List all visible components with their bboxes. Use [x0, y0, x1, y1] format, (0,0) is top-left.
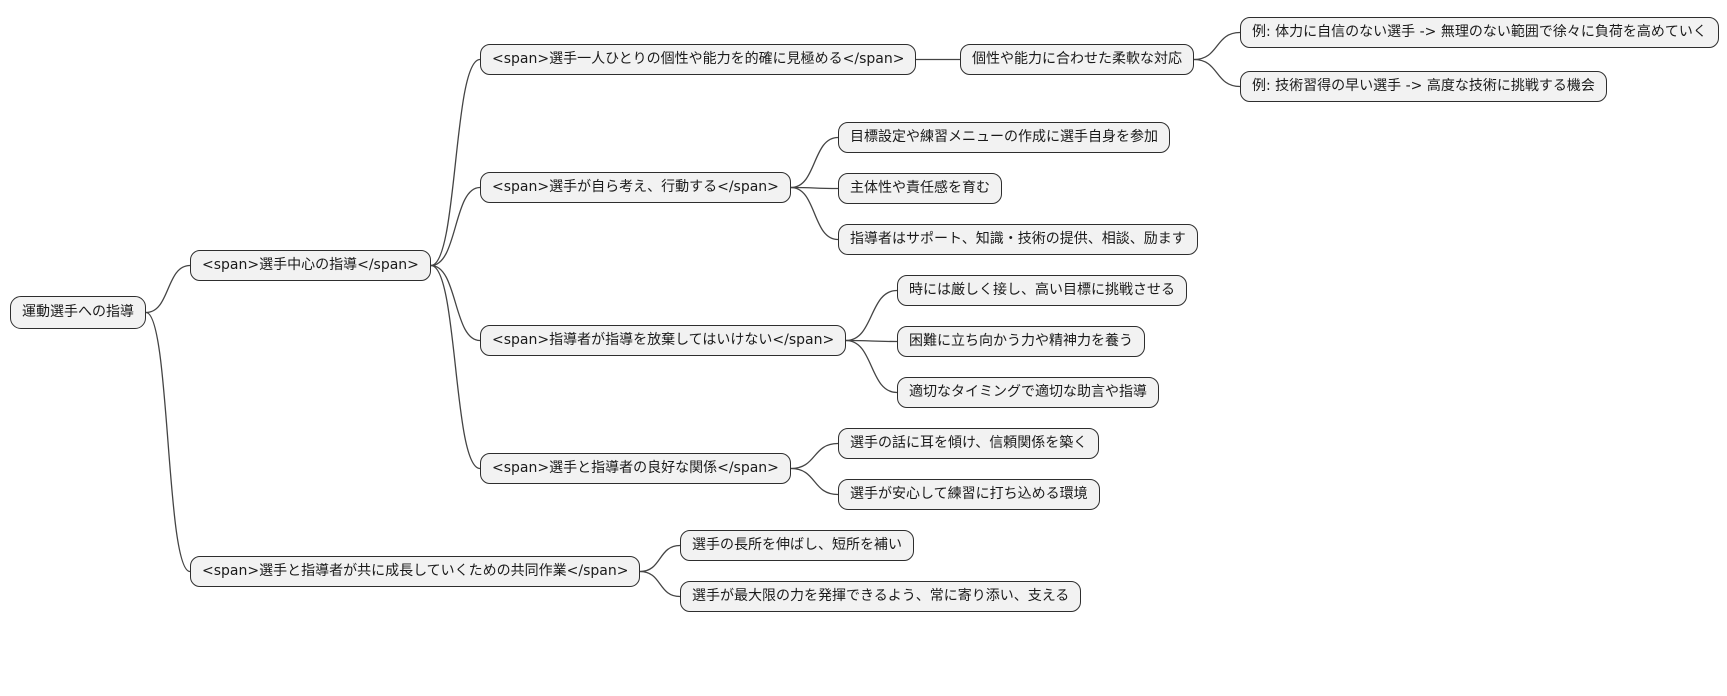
node-coach-must-not-abandon: <span>指導者が指導を放棄してはいけない</span> — [480, 325, 847, 356]
node-assess-individuality-ability: <span>選手一人ひとりの個性や能力を的確に見極める</span> — [480, 44, 917, 75]
node-build-resilience: 困難に立ち向かう力や精神力を養う — [897, 326, 1145, 357]
mindmap-link — [1193, 58, 1241, 88]
mindmap-link — [845, 289, 898, 342]
node-athlete-thinks-acts: <span>選手が自ら考え、行動する</span> — [480, 172, 791, 203]
node-support-full-potential: 選手が最大限の力を発揮できるよう、常に寄り添い、支える — [680, 581, 1082, 612]
node-athlete-centered-coaching: <span>選手中心の指導</span> — [190, 250, 431, 281]
mindmap-link — [790, 186, 839, 241]
node-extend-strengths-cover-weaknesses: 選手の長所を伸ばし、短所を補い — [680, 530, 914, 561]
mindmap-link — [639, 570, 681, 598]
node-involve-in-goal-setting: 目標設定や練習メニューの作成に選手自身を参加 — [838, 122, 1170, 153]
node-coach-supports-provides: 指導者はサポート、知識・技術の提供、相談、励ます — [838, 224, 1198, 255]
mindmap-link — [790, 186, 839, 190]
mindmap-link — [145, 264, 191, 314]
mindmap-link — [790, 136, 839, 189]
mindmap-link — [639, 544, 681, 573]
mindmap-link — [430, 264, 481, 342]
node-timely-advice: 適切なタイミングで適切な助言や指導 — [897, 377, 1159, 408]
mindmap-link — [145, 311, 191, 573]
mindmap-link — [1193, 31, 1241, 61]
node-coaching-athletes: 運動選手への指導 — [10, 296, 146, 329]
node-strict-high-goals: 時には厳しく接し、高い目標に挑戦させる — [897, 275, 1187, 306]
mindmap-link — [790, 467, 839, 496]
mindmap-link — [430, 186, 481, 267]
node-joint-growth-collaboration: <span>選手と指導者が共に成長していくための共同作業</span> — [190, 556, 641, 587]
node-example-fast-learner-athlete: 例: 技術習得の早い選手 -> 高度な技術に挑戦する機会 — [1240, 71, 1607, 102]
mindmap-link — [845, 339, 898, 343]
node-example-low-confidence-athlete: 例: 体力に自信のない選手 -> 無理のない範囲で徐々に負荷を高めていく — [1240, 17, 1719, 48]
mindmap-link — [790, 442, 839, 470]
node-foster-autonomy-responsibility: 主体性や責任感を育む — [838, 173, 1002, 204]
node-safe-practice-environment: 選手が安心して練習に打ち込める環境 — [838, 479, 1100, 510]
mindmap-link — [430, 58, 481, 267]
mindmap-link — [845, 339, 898, 394]
node-good-relationship: <span>選手と指導者の良好な関係</span> — [480, 453, 791, 484]
node-listen-build-trust: 選手の話に耳を傾け、信頼関係を築く — [838, 428, 1100, 459]
mindmap-link — [430, 264, 481, 470]
node-flexible-adaptation: 個性や能力に合わせた柔軟な対応 — [960, 44, 1194, 75]
